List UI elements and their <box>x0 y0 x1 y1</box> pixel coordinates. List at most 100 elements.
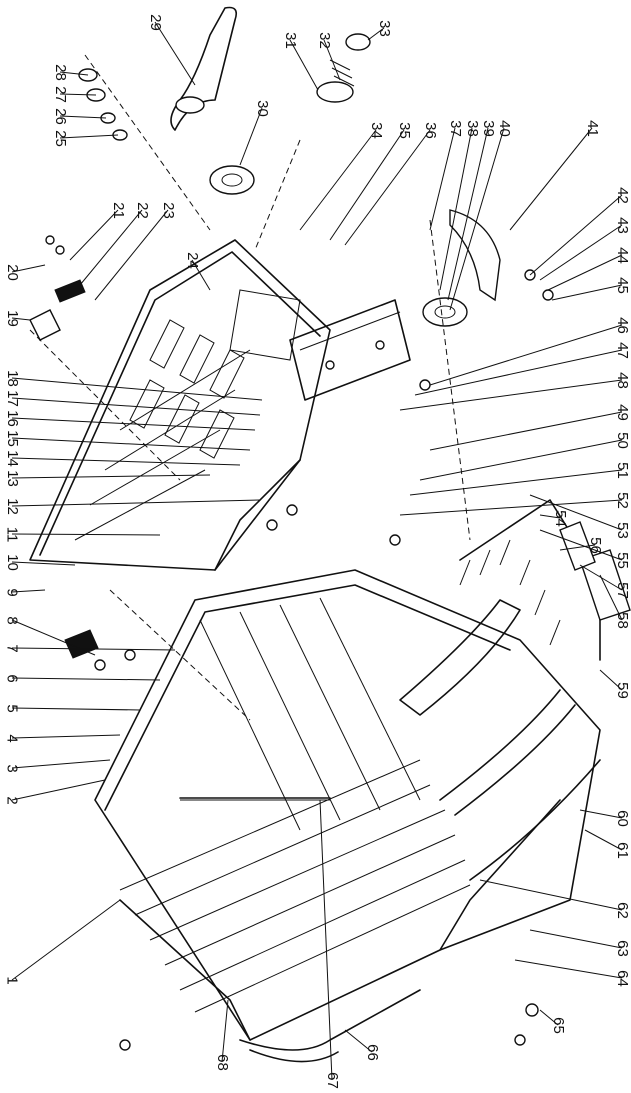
leader-line <box>154 21 196 86</box>
part-number-label: 16 <box>3 409 21 427</box>
part-number-label: 56 <box>586 536 604 554</box>
part-number-label: 22 <box>133 201 151 219</box>
part-number-label: 46 <box>613 316 631 334</box>
part-number-label: 54 <box>551 509 569 527</box>
part-number-label: 53 <box>613 521 631 539</box>
leader-line <box>429 411 623 451</box>
part-number-label: 37 <box>446 119 464 137</box>
leader-line <box>11 589 46 593</box>
leader-line <box>529 194 623 276</box>
leader-line <box>59 134 119 139</box>
part-number-label: 26 <box>51 107 69 125</box>
part-number-label: 8 <box>3 615 21 625</box>
leader-line <box>289 39 319 91</box>
part-number-label: 17 <box>3 389 21 407</box>
leader-line <box>69 209 119 261</box>
part-number-label: 12 <box>3 497 21 515</box>
leader-line <box>447 127 489 301</box>
part-number-label: 39 <box>479 119 497 137</box>
leader-lines <box>11 21 623 1081</box>
leader-line <box>59 71 89 76</box>
leader-line <box>11 397 261 416</box>
part-number-label: 44 <box>613 246 631 264</box>
part-number-label: 5 <box>3 703 21 713</box>
leader-line <box>11 561 76 566</box>
leader-line <box>79 209 143 286</box>
leader-line <box>539 1009 559 1026</box>
leader-line <box>399 379 623 411</box>
leader-line <box>409 469 623 496</box>
part-number-label: 24 <box>183 251 201 269</box>
leader-line <box>399 499 623 516</box>
leader-line <box>11 647 176 651</box>
leader-line <box>11 619 96 656</box>
part-number-label: 40 <box>495 119 513 137</box>
assembly-guides <box>29 54 471 721</box>
leader-line <box>539 514 561 519</box>
leader-line <box>599 574 623 621</box>
part-number-label: 66 <box>363 1043 381 1061</box>
part-number-label: 1 <box>3 975 21 985</box>
upper-frame <box>29 239 411 571</box>
leader-line <box>509 127 593 231</box>
leader-line <box>59 115 107 119</box>
leader-line <box>299 129 377 231</box>
part-number-label: 49 <box>613 403 631 421</box>
part-number-label: 41 <box>583 119 601 137</box>
leader-line <box>11 533 161 536</box>
part-number-label: 67 <box>323 1071 341 1089</box>
leader-line <box>429 324 623 386</box>
part-number-label: 55 <box>613 551 631 569</box>
leader-line <box>559 544 596 551</box>
part-number-label: 45 <box>613 276 631 294</box>
leader-line <box>479 879 623 911</box>
part-number-label: 19 <box>3 309 21 327</box>
leader-line <box>94 209 169 301</box>
part-number-label: 15 <box>3 429 21 447</box>
leader-line <box>414 349 623 396</box>
part-number-label: 68 <box>213 1053 231 1071</box>
leader-line <box>11 899 121 981</box>
part-number-label: 25 <box>51 129 69 147</box>
part-number-label: 61 <box>613 841 631 859</box>
part-number-label: 3 <box>3 763 21 773</box>
leader-line <box>11 377 263 401</box>
leader-line <box>59 93 97 96</box>
leader-line <box>439 127 473 291</box>
leader-line <box>11 707 141 711</box>
part-number-label: 11 <box>3 526 21 542</box>
leader-line <box>344 1029 373 1053</box>
part-number-label: 28 <box>51 63 69 81</box>
leader-line <box>221 999 229 1063</box>
leader-line <box>449 127 505 311</box>
leader-line <box>539 224 623 281</box>
leader-line <box>11 677 161 681</box>
part-number-label: 35 <box>395 121 413 139</box>
part-number-label: 7 <box>3 643 21 653</box>
part-number-label: 30 <box>253 99 271 117</box>
part-number-label: 27 <box>51 85 69 103</box>
part-number-label: 58 <box>613 611 631 629</box>
part-number-label: 31 <box>281 31 299 49</box>
leader-line <box>319 799 333 1081</box>
leader-line <box>367 27 385 41</box>
leader-line <box>11 474 211 479</box>
part-number-label: 42 <box>613 186 631 204</box>
part-number-label: 9 <box>3 587 21 597</box>
leader-line <box>11 417 256 431</box>
leader-line <box>429 127 456 231</box>
part-number-label: 48 <box>613 371 631 389</box>
leader-line <box>239 107 263 166</box>
part-number-label: 20 <box>3 263 21 281</box>
part-number-label: 57 <box>613 581 631 599</box>
leader-line <box>579 809 623 819</box>
leader-line <box>11 317 31 321</box>
part-number-label: 29 <box>146 13 164 31</box>
lower-frame <box>94 569 601 1063</box>
leader-line <box>11 499 261 507</box>
leader-line <box>323 39 341 81</box>
leader-line <box>551 284 623 301</box>
part-number-label: 18 <box>3 369 21 387</box>
part-number-label: 13 <box>3 469 21 487</box>
leader-line <box>11 457 241 466</box>
